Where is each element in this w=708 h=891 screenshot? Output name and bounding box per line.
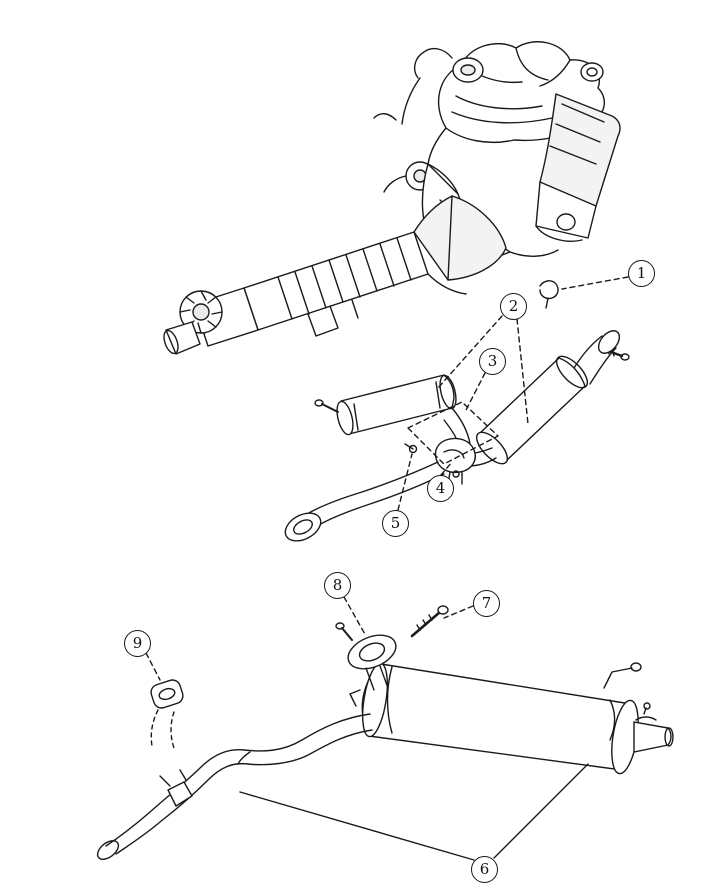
flange-bolt [410, 605, 449, 638]
callout-4[interactable]: 4 [427, 475, 454, 502]
callout-6[interactable]: 6 [471, 856, 498, 883]
catalytic-converter-left [314, 374, 457, 436]
catalytic-converter-right [475, 330, 621, 465]
callout-1[interactable]: 1 [628, 260, 655, 287]
exhaust-junction-clamp [404, 401, 499, 485]
rubber-isolator [150, 679, 184, 749]
leader-lines-bottom [145, 596, 474, 681]
callout-2[interactable]: 2 [500, 293, 527, 320]
front-exhaust-pipe [284, 461, 445, 542]
rear-muffler [361, 662, 674, 775]
callout-3[interactable]: 3 [479, 348, 506, 375]
callout-8[interactable]: 8 [324, 572, 351, 599]
exhaust-hanger-clamp [539, 280, 559, 309]
inlet-gasket [335, 622, 397, 691]
callout-5[interactable]: 5 [382, 510, 409, 537]
transmission-assembly [163, 195, 507, 355]
leader-lines-top [397, 276, 629, 511]
callout-7[interactable]: 7 [473, 590, 500, 617]
callout-9[interactable]: 9 [124, 630, 151, 657]
tailpipe [96, 689, 373, 860]
leader-lines-callout-6 [239, 763, 589, 861]
